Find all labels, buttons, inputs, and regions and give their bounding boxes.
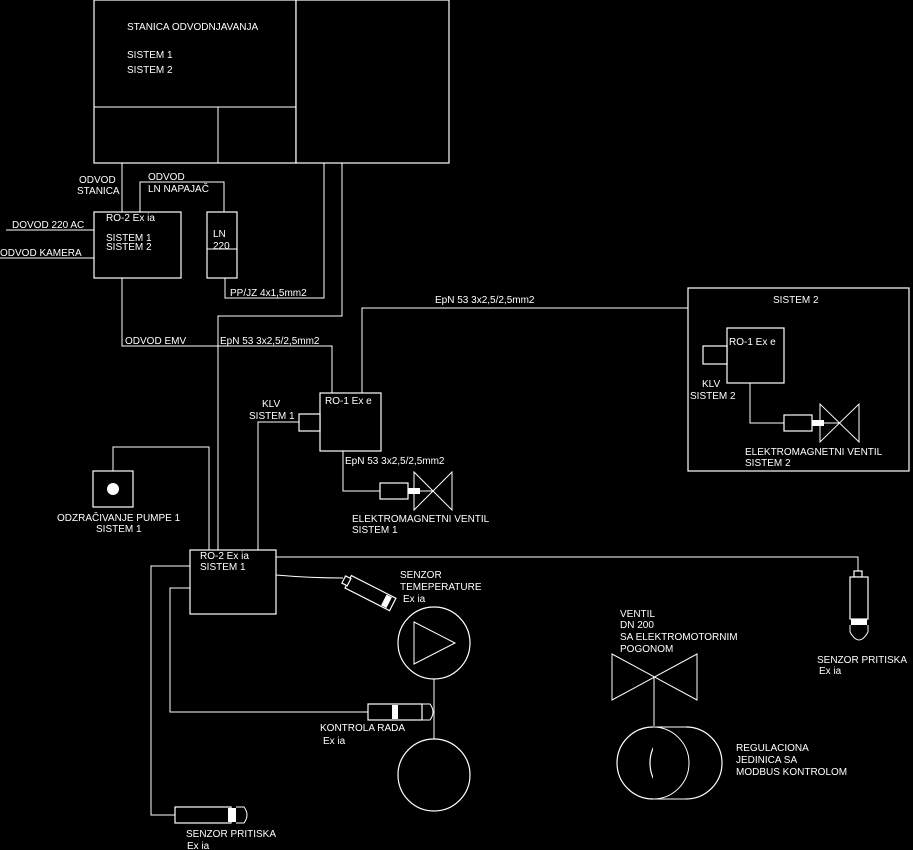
venting-label-1: ODZRAČIVANJE PUMPE 1 [57,511,181,524]
ro2-bottom-title: RO-2 Ex ia [200,551,249,562]
valve-label-3: SA ELEKTROMOTORNIM [620,632,738,643]
odvod-emv-label: ODVOD EMV [125,336,186,347]
epn-cable-label-top: EpN 53 3x2,5/2,5mm2 [435,295,535,306]
regulation-unit: REGULACIONA JEDINICA SA MODBUS KONTROLOM [616,726,847,800]
pressure-sensor-right [849,570,869,641]
odvod-stanica-label-1: ODVOD [79,175,116,186]
valve-label-2: DN 200 [620,620,654,631]
station-system-1: SISTEM 1 [127,50,173,61]
temp-sensor-label-1: SENZOR [400,570,442,581]
pressure-right-label-1: SENZOR PRITISKA [817,655,907,666]
odvod-ln-label-1: ODVOD [148,172,185,183]
run-control-sensor [367,703,434,721]
valve-label-4: POGONOM [620,644,673,655]
ppjz-cable-label: PP/JZ 4x1,5mm2 [230,288,307,299]
pressure-right-label-2: Ex ia [819,666,842,677]
ro2-bottom-box: RO-2 Ex ia SISTEM 1 [189,549,277,615]
ro2-top-system-2: SISTEM 2 [106,242,152,253]
klv1-label-1: KLV [262,399,280,410]
emv2-label-1: ELEKTROMAGNETNI VENTIL [745,447,883,458]
pressure-sensor-bottom [174,806,248,824]
pump-venting: ODZRAČIVANJE PUMPE 1 SISTEM 1 [57,446,210,550]
ln-label: LN [213,229,226,240]
system2-box: SISTEM 2 RO-1 Ex e KLV SISTEM 2 ELEKTROM… [687,287,910,472]
ln-220-box: LN 220 [206,211,238,279]
run-control-label-1: KONTROLA RADA [320,723,405,734]
emv1-label-1: ELEKTROMAGNETNI VENTIL [352,514,490,525]
dn200-valve: VENTIL DN 200 SA ELEKTROMOTORNIM POGONOM [611,609,738,727]
odvod-stanica-label-2: STANICA [77,186,120,197]
ro2-top-box: RO-2 Ex ia SISTEM 1 SISTEM 2 [93,211,182,279]
valve-label-1: VENTIL [620,609,655,620]
emv2-label-2: SISTEM 2 [745,458,791,469]
ro2-bottom-wiring [150,556,859,816]
klv2-label-1: KLV [702,379,720,390]
temp-sensor-label-2: TEMEPERATURE [400,582,482,593]
ro1-system2-label: RO-1 Ex e [729,337,776,348]
emv1-label-2: SISTEM 1 [352,525,398,536]
station-wiring [0,163,343,550]
solenoid-valve-system1: ELEKTROMAGNETNI VENTIL SISTEM 1 [352,470,490,536]
klv2-label-2: SISTEM 2 [690,391,736,402]
odvod-kamera-label: ODVOD KAMERA [0,248,82,259]
venting-label-2: SISTEM 1 [96,524,142,535]
pressure-bottom-label-2: Ex ia [187,841,210,850]
regulation-label-1: REGULACIONA [736,743,809,754]
regulation-label-2: JEDINICA SA [736,755,797,766]
pump-unit [397,606,471,812]
epn-cable-label-low: EpN 53 3x2,5/2,5mm2 [345,456,445,467]
ro1-system1-label: RO-1 Ex e [325,396,372,407]
epn-cable-label-mid: EpN 53 3x2,5/2,5mm2 [220,336,320,347]
regulation-label-3: MODBUS KONTROLOM [736,767,847,778]
klv1-label-2: SISTEM 1 [249,411,295,422]
dovod-220-label: DOVOD 220 AC [12,220,84,231]
ln-220-label: 220 [213,241,230,252]
ro2-top-system-1: SISTEM 1 [106,233,152,244]
station-system-2: SISTEM 2 [127,65,173,76]
run-control-label-2: Ex ia [323,736,346,747]
temperature-sensor [341,574,397,612]
pressure-bottom-label-1: SENZOR PRITISKA [186,829,276,840]
odvod-ln-label-2: LN NAPAJAČ [148,182,209,195]
ro2-top-title: RO-2 Ex ia [106,213,155,224]
ro1-system1: RO-1 Ex e KLV SISTEM 1 EpN 53 3x2,5/2,5m… [249,392,445,550]
station-title: STANICA ODVODNJAVANJA [127,22,258,33]
ro2-bottom-system-1: SISTEM 1 [200,562,246,573]
system2-title: SISTEM 2 [773,295,819,306]
temp-sensor-label-3: Ex ia [403,594,426,605]
station-cabinet: STANICA ODVODNJAVANJA SISTEM 1 SISTEM 2 [93,0,450,164]
